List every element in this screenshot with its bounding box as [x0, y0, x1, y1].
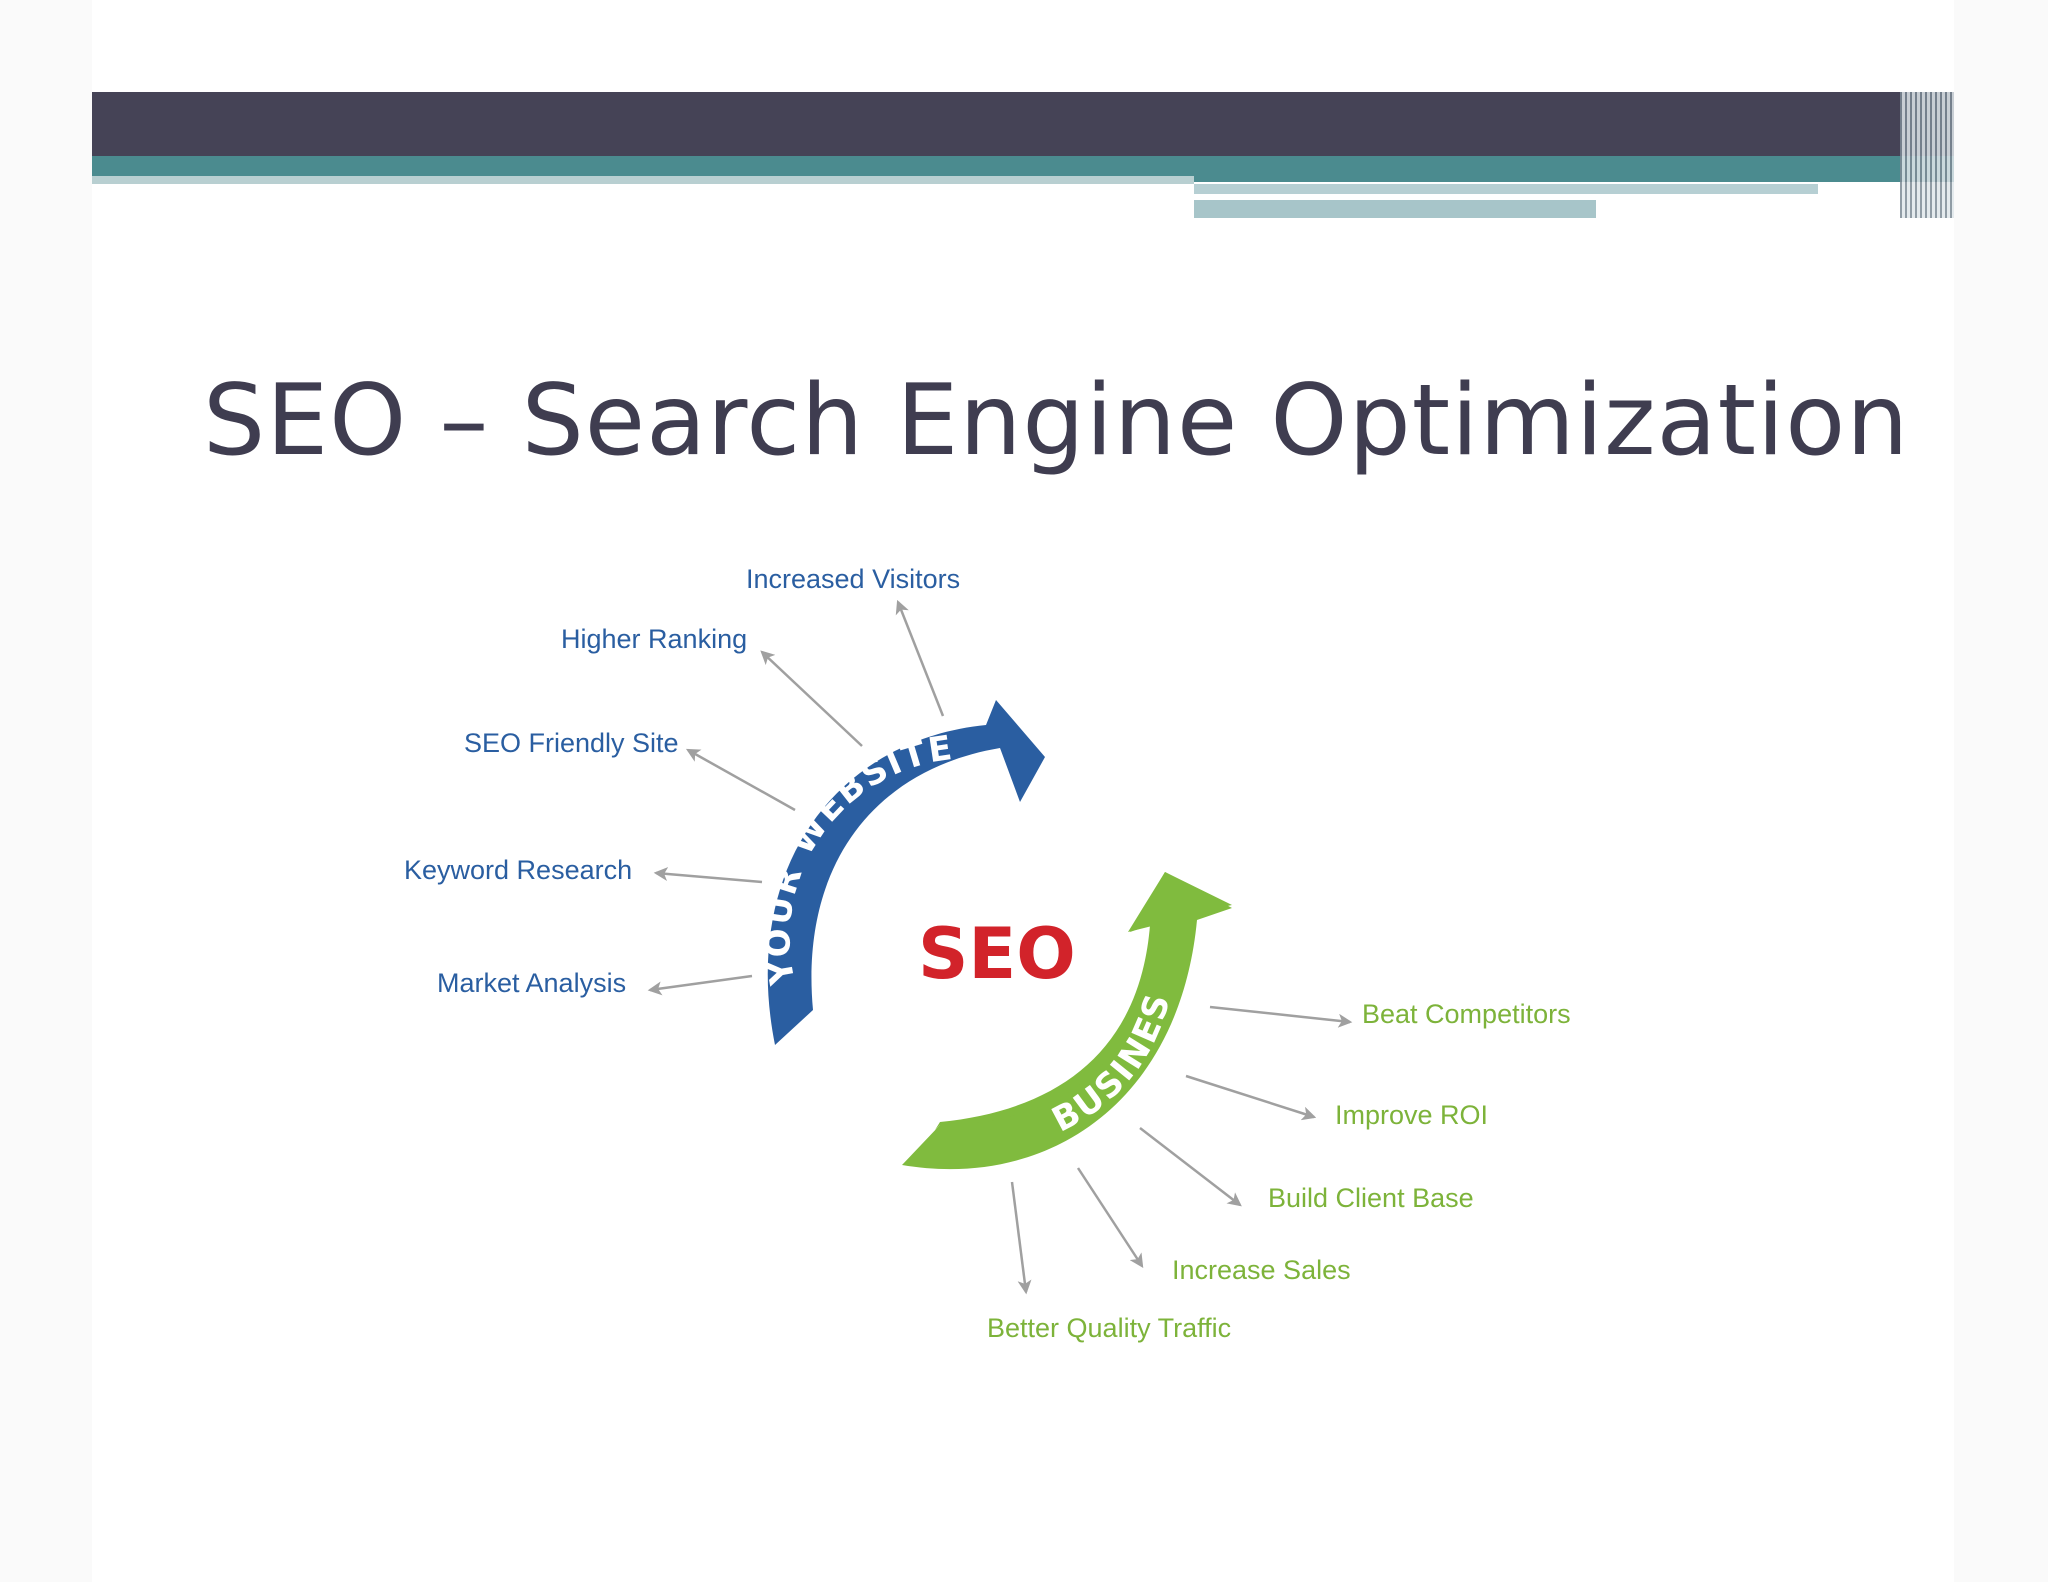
- header-bar-pale-left: [92, 176, 1194, 184]
- arrow-market-analysis: [647, 974, 753, 996]
- outcome-better-quality-traffic: Better Quality Traffic: [987, 1313, 1231, 1343]
- outcome-market-analysis: Market Analysis: [437, 968, 626, 998]
- outcome-keyword-research: Keyword Research: [404, 855, 632, 885]
- header-bar-line: [1194, 194, 1818, 198]
- business-arc-body: [902, 872, 1232, 1170]
- arrow-build-client-base: [1139, 1127, 1242, 1207]
- arrow-increase-sales: [1076, 1167, 1144, 1268]
- business-arc: [900, 872, 1232, 1165]
- arrow-keyword-research: [653, 867, 763, 884]
- outcome-improve-roi: Improve ROI: [1335, 1100, 1488, 1130]
- center-seo-label: SEO: [918, 913, 1076, 995]
- outcome-seo-friendly-site: SEO Friendly Site: [464, 728, 679, 758]
- arrow-seo-friendly-site: [685, 748, 796, 812]
- arrow-increased-visitors: [895, 599, 945, 717]
- header-stripe-pattern: [1900, 92, 1954, 218]
- website-arc: [767, 700, 1045, 1045]
- header-bar-dark: [92, 92, 1954, 156]
- outcome-beat-competitors: Beat Competitors: [1362, 999, 1571, 1029]
- arrow-improve-roi: [1185, 1074, 1317, 1121]
- header-bar-pale-right-lower: [1194, 200, 1596, 218]
- arrow-higher-ranking: [760, 650, 863, 747]
- outcome-higher-ranking: Higher Ranking: [561, 624, 747, 654]
- outcome-increase-sales: Increase Sales: [1172, 1255, 1351, 1285]
- outcome-build-client-base: Build Client Base: [1268, 1183, 1474, 1213]
- arrow-beat-competitors: [1209, 1005, 1353, 1028]
- arrow-better-quality-traffic: [1010, 1181, 1032, 1295]
- slide-title: SEO – Search Engine Optimization: [203, 364, 1910, 478]
- outcome-increased-visitors: Increased Visitors: [746, 564, 960, 594]
